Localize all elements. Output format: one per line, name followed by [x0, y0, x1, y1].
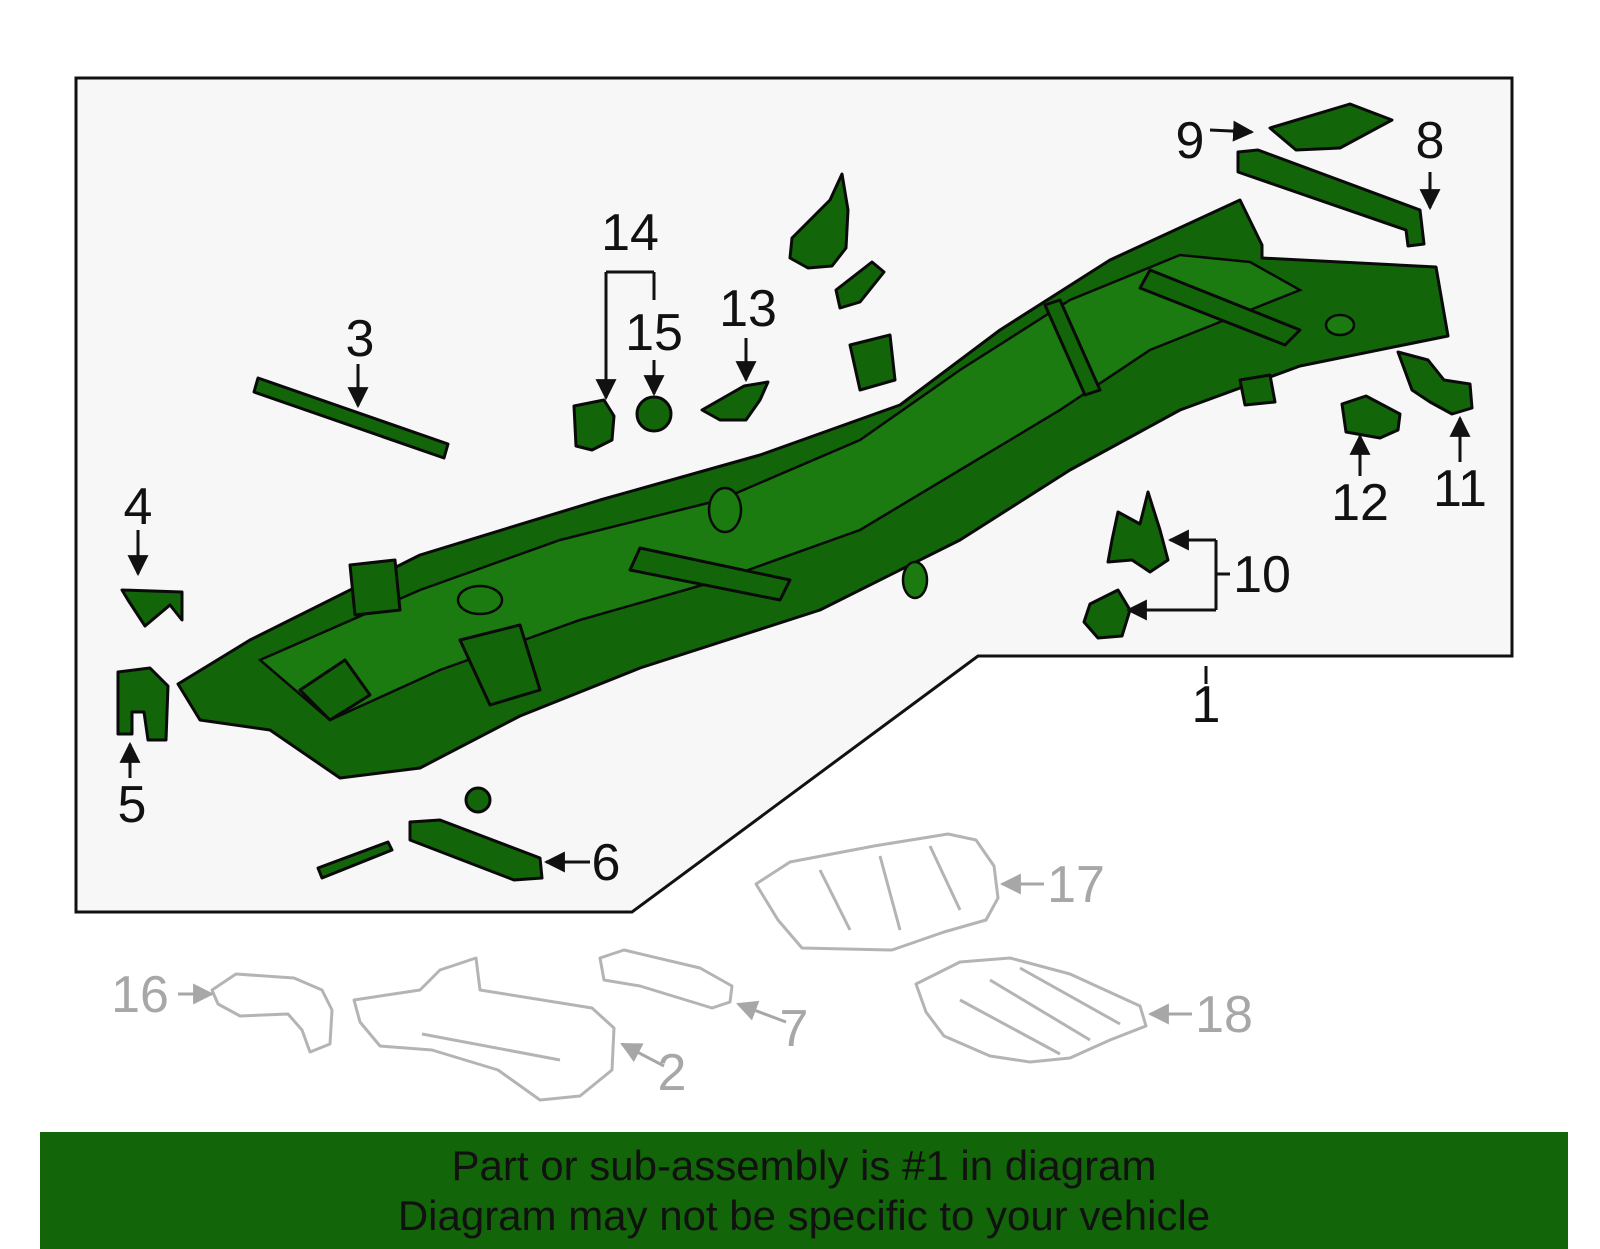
callout-12: 12	[1331, 474, 1389, 532]
callout-7: 7	[780, 1000, 809, 1058]
leader-2	[620, 1042, 665, 1068]
callout-11: 11	[1433, 460, 1487, 518]
part-8-rear-crossmember[interactable]	[1236, 148, 1426, 248]
part-17-ghost-skid-plate[interactable]	[754, 832, 1000, 952]
part-10-mount-upper[interactable]	[1106, 490, 1170, 574]
callout-14: 14	[601, 204, 659, 262]
part-5-bracket[interactable]	[116, 666, 170, 742]
callout-15: 15	[625, 304, 683, 362]
banner-line-2: Diagram may not be specific to your vehi…	[397, 1191, 1211, 1239]
callout-3: 3	[346, 310, 375, 368]
part-13-bracket[interactable]	[700, 380, 770, 422]
callout-18: 18	[1195, 986, 1253, 1044]
part-3-crossmember-tube[interactable]	[252, 376, 450, 460]
callout-4: 4	[124, 478, 153, 536]
callout-10: 10	[1233, 546, 1291, 604]
callout-16: 16	[111, 966, 169, 1024]
callout-8: 8	[1416, 112, 1445, 170]
leader-7	[736, 1000, 787, 1024]
callout-1: 1	[1192, 676, 1221, 734]
part-7-ghost[interactable]	[598, 948, 734, 1010]
callout-5: 5	[118, 776, 147, 834]
leader-9	[1209, 120, 1255, 142]
frame-assembly[interactable]	[176, 198, 1450, 780]
info-banner: Part or sub-assembly is #1 in diagram Di…	[40, 1132, 1568, 1249]
part-4-bracket[interactable]	[120, 588, 184, 628]
part-6-crossmember[interactable]	[316, 786, 544, 882]
part-16-ghost[interactable]	[210, 972, 334, 1054]
leader-10	[1136, 538, 1230, 612]
part-10-mount-lower[interactable]	[1082, 588, 1132, 640]
part-11-bracket[interactable]	[1396, 350, 1474, 416]
part-9-plate[interactable]	[1268, 102, 1394, 152]
part-2-ghost-crossmember[interactable]	[352, 956, 616, 1102]
callout-9: 9	[1176, 112, 1205, 170]
callout-13: 13	[719, 280, 777, 338]
part-upper-brackets[interactable]	[788, 172, 886, 310]
part-12-mount[interactable]	[1340, 394, 1402, 440]
banner-line-1: Part or sub-assembly is #1 in diagram	[451, 1141, 1157, 1189]
callout-2: 2	[658, 1044, 687, 1102]
part-14-insulator[interactable]	[572, 398, 616, 452]
part-15-bushing[interactable]	[635, 395, 673, 433]
part-18-ghost-skid-plate[interactable]	[914, 956, 1148, 1064]
callout-17: 17	[1047, 856, 1105, 914]
leader-14	[604, 270, 656, 398]
callout-6: 6	[592, 834, 621, 892]
